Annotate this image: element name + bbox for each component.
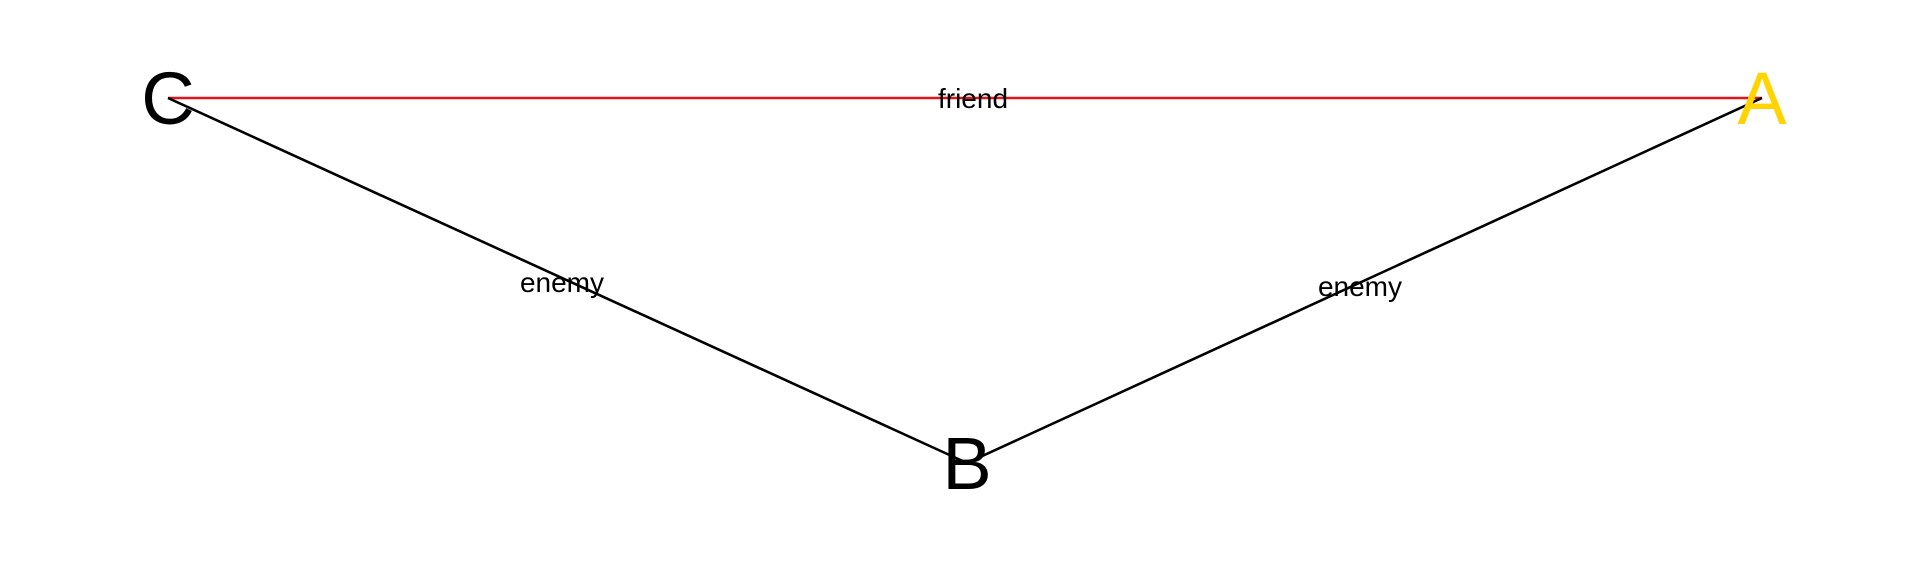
node-c: C [141,57,194,140]
edge-a-b [966,96,1763,465]
node-b: B [942,422,991,505]
edge-label-layer: friend enemy enemy [520,83,1402,302]
edge-label-c-b: enemy [520,267,604,298]
edge-label-c-a: friend [938,83,1008,114]
node-layer: C A B [141,57,1787,505]
edge-c-b [167,96,968,465]
node-a: A [1737,57,1787,140]
edge-layer [167,96,1763,465]
edge-label-a-b: enemy [1318,271,1402,302]
